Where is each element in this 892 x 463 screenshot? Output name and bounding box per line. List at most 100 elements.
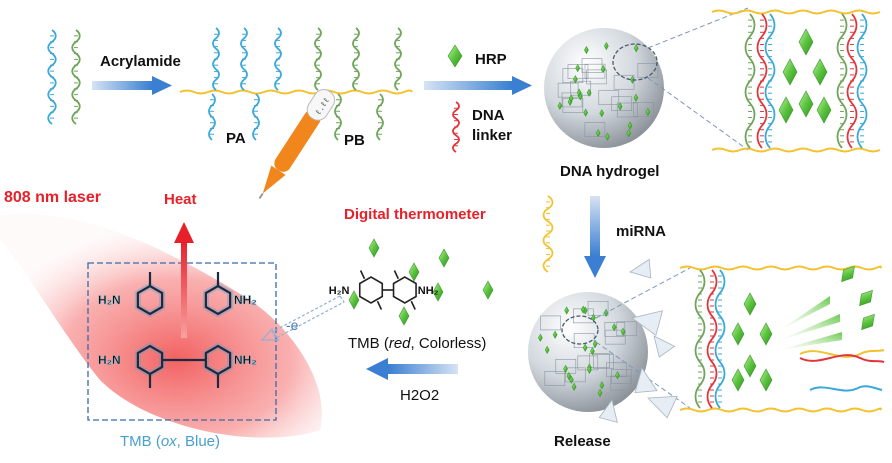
released-duplex-b [799,354,885,363]
gel-hrp [582,343,588,352]
gel-mesh [555,359,577,374]
free-dna-strands [47,29,81,125]
gel-hrp [557,101,563,110]
gel-hrp [573,75,578,84]
gel-hrp [605,132,610,141]
release-backbone-top [679,265,882,271]
gel-hrp [575,64,581,73]
hydrogel-shard [629,258,652,279]
gel-hrp [538,333,543,342]
gel-hrp [590,347,595,356]
gel-hrp [587,365,592,374]
gel-mesh [589,353,610,368]
zoom-hrp-diamond [782,58,798,86]
dna-hydrogel-label: DNA hydrogel [560,163,659,180]
gel-hrp [552,330,558,339]
free-hrp-diamond [432,282,444,302]
hydrogel-shard [653,335,676,358]
gel-hrp [620,327,626,336]
release-hrp-diamond [759,322,773,346]
release-hrp-diamond [731,368,745,392]
free-hrp-diamond [368,238,380,258]
mirna-label: miRNA [616,223,666,240]
hydrogel-shard [634,367,658,394]
hydrogel-shard [647,395,678,419]
gel-mesh [604,329,626,345]
gel-mesh [593,354,614,369]
release-hrp-diamond [731,322,745,346]
gel-hrp [568,94,574,103]
heat-label: Heat [164,191,197,208]
gel-hrp [564,306,570,315]
release-dna-strand [694,269,706,409]
thermometer-label: Digital thermometer [344,206,486,223]
gel-mesh [616,321,638,337]
released-strand [809,385,883,392]
release-sphere [528,258,691,423]
gel-mesh [633,102,654,117]
released-duplex-a [799,349,885,358]
hydrogel-fragments [598,258,678,423]
gel-hrp [627,121,633,130]
gel-hrp [599,381,605,390]
release-dna-strand [706,269,718,409]
gel-hrp [544,345,550,354]
hrp-diamond [447,44,463,68]
zoom-backbone-top [711,9,881,15]
tmb-ox-amine: NH₂ [234,353,257,367]
gel-mesh [611,369,632,384]
polymer-backbone [179,89,413,95]
laser-label: 808 nm laser [4,189,101,206]
gel-mesh [584,122,606,137]
hrp-icon [447,44,463,68]
gel-mesh [540,315,561,331]
gel-mesh [586,69,608,85]
free-hrp-diamond [398,306,410,326]
gel-mesh [561,92,583,108]
zoom-hrp-diamond [798,28,814,56]
gel-hrp [633,44,639,53]
gel-hrp [563,364,568,373]
dna-linker-icon [452,101,460,153]
tmb-red-methyl [359,270,366,280]
tmb-ox-amine: H₂N [98,293,121,307]
free-hrp-enzymes [348,238,494,326]
gel-hrp [626,129,632,138]
tmb-red-methyl [410,300,416,310]
gel-mesh [564,367,586,383]
pa-label: PA [226,130,246,147]
heat-arrow [174,222,194,338]
gel-hrp [569,375,574,384]
gel-hrp [597,388,603,398]
gel-mesh [611,96,633,112]
gel-hrp [566,371,572,381]
tmb-red-ring-left [358,276,384,304]
hydrogel-texture [557,41,659,141]
gel-mesh [557,82,579,98]
gel-hrp [600,65,606,74]
tmb-red-methyl [376,300,383,310]
gel-hrp [599,109,605,118]
gel-mesh [544,371,566,386]
gel-hrp [584,45,589,55]
free-hrp-diamond [348,290,360,310]
release-zoom-view [679,265,885,413]
gel-hrp [611,323,617,332]
tmb-red-amine-right: NH₂ [418,285,439,297]
release-ray [780,314,840,340]
pb-label: PB [344,132,365,149]
tmb-ox-top-left-ring [136,284,164,316]
zoom-hrp-diamond [798,90,814,118]
tmb-ox-amine: H₂N [98,353,121,367]
tmb-red-label: TMB (red, Colorless) [348,335,486,352]
tmb-red-ring-right [392,276,417,304]
dna-hydrogel-sphere [544,7,749,151]
release-hrp-diamond [743,354,757,378]
gel-hrp [633,93,639,102]
crosslink-arrow [424,76,532,95]
gel-hrp [617,102,623,111]
hydrogel-shard [631,310,664,337]
